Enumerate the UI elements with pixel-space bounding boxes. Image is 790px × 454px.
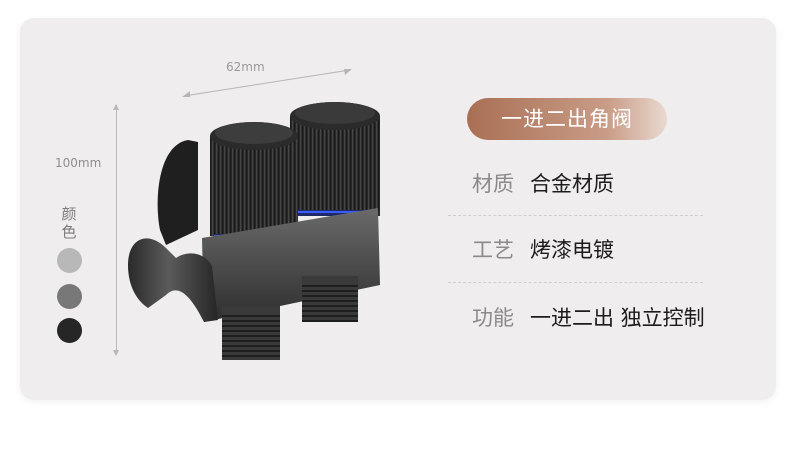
spec-value: 合金材质 xyxy=(530,172,614,196)
product-tag: 一进二出角阀 xyxy=(467,98,667,140)
spec-value: 一进二出 独立控制 xyxy=(530,306,705,330)
spec-value: 烤漆电镀 xyxy=(530,238,614,262)
spec-row-function: 功能一进二出 独立控制 xyxy=(472,302,705,332)
spec-key: 材质 xyxy=(472,172,514,196)
spec-row-material: 材质合金材质 xyxy=(472,168,614,198)
width-arrow xyxy=(182,69,352,97)
divider xyxy=(448,282,703,283)
width-label: 62mm xyxy=(226,60,265,74)
spec-key: 功能 xyxy=(472,306,514,330)
spec-row-craft: 工艺烤漆电镀 xyxy=(472,234,614,264)
spec-key: 工艺 xyxy=(472,238,514,262)
product-card xyxy=(20,18,776,400)
height-label: 100mm xyxy=(55,156,102,170)
swatch-black[interactable] xyxy=(57,318,82,343)
divider xyxy=(448,215,703,216)
swatch-light-gray[interactable] xyxy=(57,248,82,273)
height-arrow xyxy=(113,104,119,356)
angle-valve-image xyxy=(128,102,380,360)
color-label: 颜色 xyxy=(61,205,77,241)
swatch-gun-gray[interactable] xyxy=(57,284,82,309)
